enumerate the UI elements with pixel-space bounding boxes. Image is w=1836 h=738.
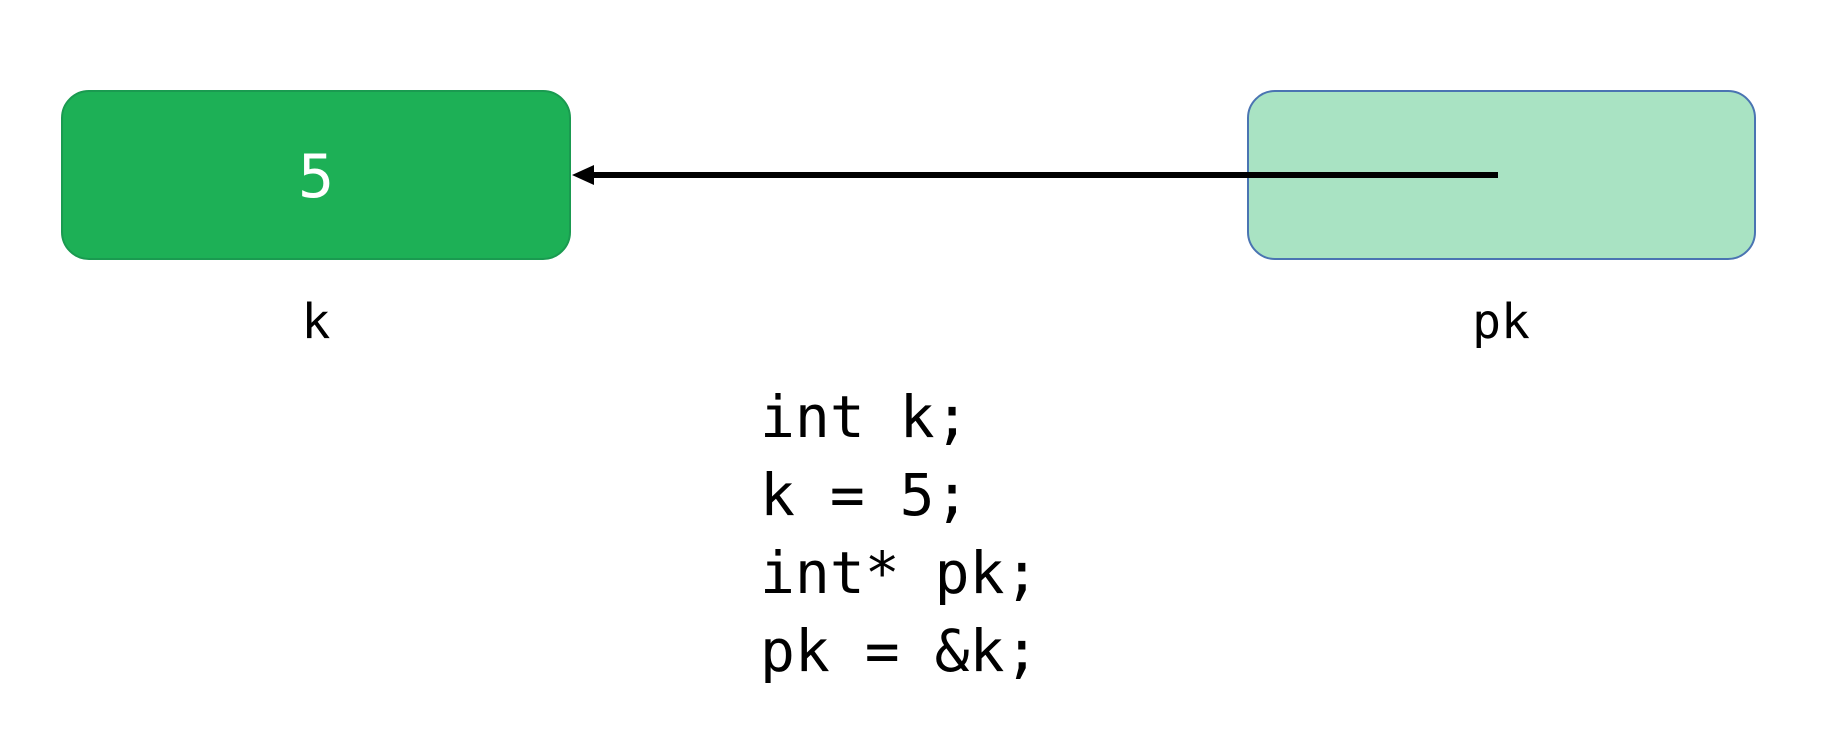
- variable-pk-box: [1247, 90, 1756, 260]
- code-line: int* pk;: [760, 539, 1040, 607]
- pointer-arrow-head: [572, 165, 594, 185]
- code-line: pk = &k;: [760, 617, 1040, 685]
- code-line: int k;: [760, 383, 970, 451]
- variable-k-box: 5: [61, 90, 571, 260]
- variable-k-value: 5: [297, 142, 335, 212]
- variable-pk-label: pk: [1472, 294, 1530, 350]
- code-snippet: int k; k = 5; int* pk; pk = &k;: [760, 378, 1039, 690]
- variable-k-label: k: [301, 294, 331, 350]
- code-line: k = 5;: [760, 461, 970, 529]
